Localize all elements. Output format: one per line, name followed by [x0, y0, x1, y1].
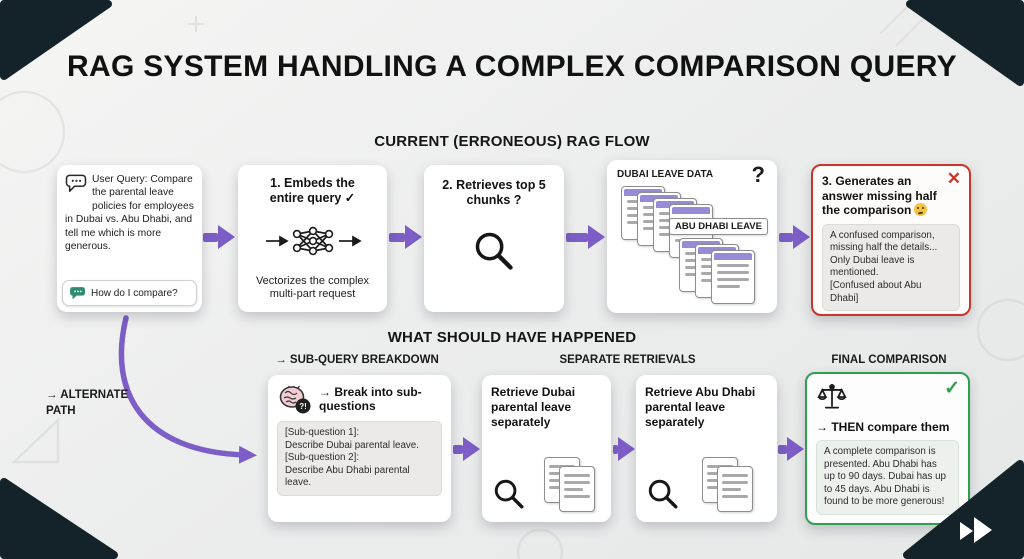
complete-comparison-note: A complete comparison is presented. Abu … [816, 440, 959, 515]
document-icon [711, 250, 755, 304]
confused-answer-note: A confused comparison, missing half the … [822, 223, 960, 312]
embed-step-caption: Vectorizes the complex multi-part reques… [255, 274, 370, 301]
answer-step-title: 3. Generates an answer missing half the … [822, 174, 960, 218]
magnifier-icon [646, 477, 680, 511]
flow-arrow [389, 225, 422, 249]
retrieve-dubai-card: Retrieve Dubai parental leave separately [482, 375, 611, 522]
bottom-flow-heading: WHAT SHOULD HAVE HAPPENED [387, 329, 637, 346]
retrieve-chunks-card: 2. Retrieves top 5 chunks ? [424, 165, 564, 312]
retrieve-abu-dhabi-title: Retrieve Abu Dhabi parental leave separa… [645, 385, 756, 429]
flow-arrow [779, 225, 810, 249]
document-icon [717, 466, 753, 512]
compare-step-title: → THEN compare them [816, 420, 950, 434]
dubai-leave-data-label: DUBAI LEAVE DATA [617, 169, 714, 180]
retrieve-abu-dhabi-card: Retrieve Abu Dhabi parental leave separa… [636, 375, 777, 522]
retrieve-step-title: 2. Retrieves top 5 chunks ? [442, 178, 546, 208]
user-followup-text: How do I compare? [91, 287, 178, 299]
page-title: RAG SYSTEM HANDLING A COMPLEX COMPARISON… [67, 50, 957, 83]
final-comparison-card: ✓ → THEN compare them A complete compari… [805, 372, 970, 525]
flow-arrow [203, 225, 235, 249]
confused-face-icon [914, 203, 928, 217]
brain-badge: ?! [299, 402, 307, 411]
flow-arrow [778, 437, 804, 461]
flow-arrow [613, 437, 635, 461]
label-separate-retrievals: SEPARATE RETRIEVALS [559, 354, 696, 366]
document-icon [559, 466, 595, 512]
subquery-breakdown-card: ?! → Break into sub-questions [Sub-quest… [268, 375, 451, 522]
magnifier-icon [492, 477, 526, 511]
embed-query-card: 1. Embeds the entire query ✓ [238, 165, 387, 312]
chat-bubble-icon [65, 174, 87, 198]
breakdown-step-title: → Break into sub-questions [319, 385, 422, 413]
retrieve-dubai-title: Retrieve Dubai parental leave separately [491, 385, 576, 429]
user-query-card: User Query: Compare the parental leave p… [57, 165, 202, 312]
user-followup-bubble: How do I compare? [62, 280, 197, 306]
question-mark: ? [751, 162, 765, 187]
embed-step-title: 1. Embeds the entire query ✓ [269, 176, 356, 206]
flow-arrow [566, 225, 605, 249]
abu-dhabi-leave-label: ABU DHABI LEAVE [669, 218, 768, 235]
vectorize-network-icon [263, 224, 363, 258]
success-check-icon: ✓ [944, 378, 960, 399]
flow-arrow [453, 437, 480, 461]
alternate-path-label: → ALTERNATE PATH [46, 389, 129, 417]
user-query-text: User Query: Compare the parental leave p… [65, 174, 194, 252]
label-subquery-breakdown: → SUB-QUERY BREAKDOWN [275, 354, 439, 366]
chat-bubble-green-icon [69, 286, 86, 301]
scales-icon [816, 382, 848, 412]
brain-icon: ?! [277, 383, 313, 415]
error-x-icon: ✕ [946, 169, 961, 188]
magnifier-icon [472, 229, 516, 273]
corner-triangle-bottom-left [0, 478, 118, 559]
answer-step-title-text: 3. Generates an answer missing half the … [822, 174, 937, 218]
subquestions-note: [Sub-question 1]: Describe Dubai parenta… [277, 421, 442, 496]
top-flow-heading: CURRENT (ERRONEOUS) RAG FLOW [374, 133, 650, 150]
leave-data-card: DUBAI LEAVE DATA ? ABU DHABI LEAVE [607, 160, 777, 313]
erroneous-answer-card: ✕ 3. Generates an answer missing half th… [811, 164, 971, 316]
label-final-comparison: FINAL COMPARISON [831, 354, 947, 366]
